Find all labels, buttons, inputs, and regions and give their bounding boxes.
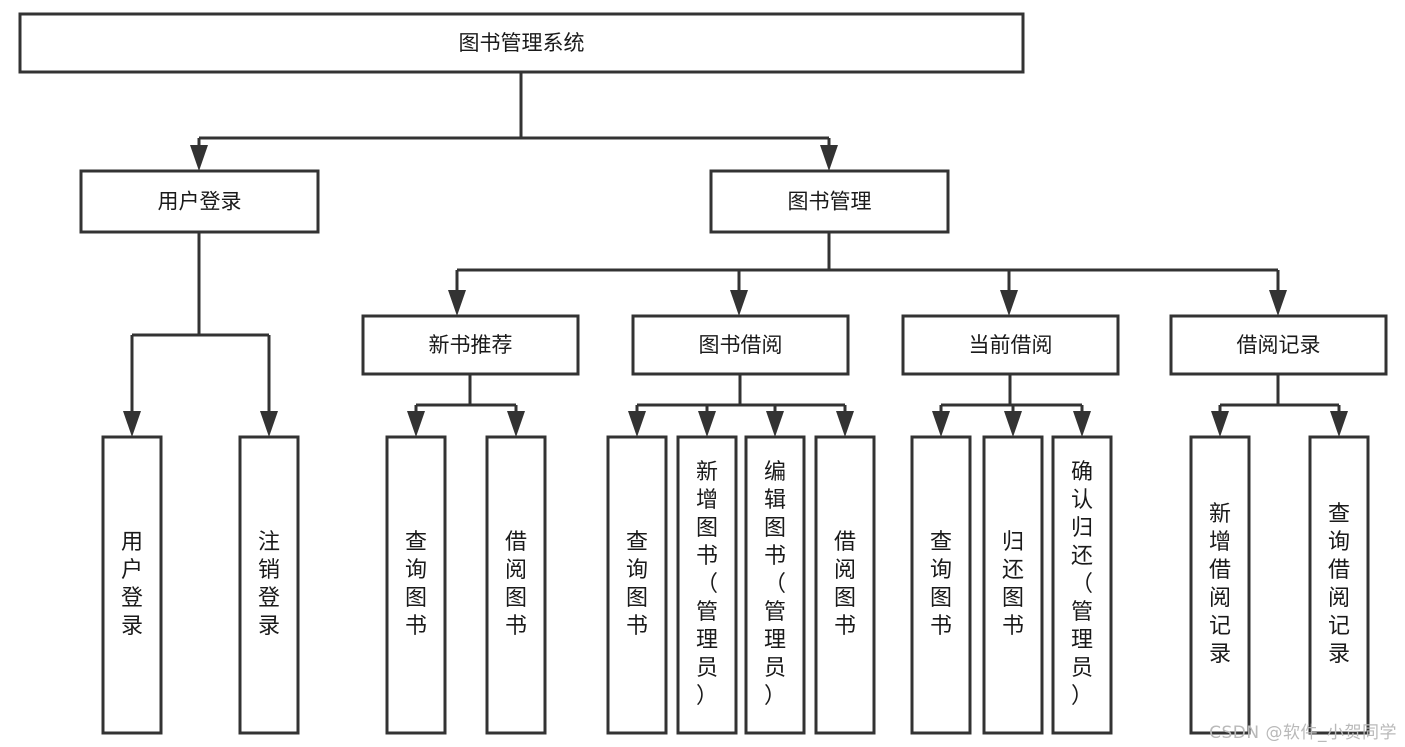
node-label-leaf-user-logout: 注销登录 [258, 530, 280, 639]
node-label-leaf-add-borrow-record: 新增借阅记录 [1209, 502, 1231, 667]
arrow-head-icon [260, 411, 278, 437]
node-root[interactable]: 图书管理系统 [18, 12, 1025, 74]
arrow-head-icon [1269, 290, 1287, 316]
node-leaf-edit-book-admin[interactable]: 编辑图书（管理员） [744, 435, 806, 735]
node-current-borrow[interactable]: 当前借阅 [901, 314, 1120, 376]
arrow-head-icon [698, 411, 716, 437]
node-box-leaf-query-borrow-record[interactable] [1308, 435, 1370, 735]
arrow-head-icon [836, 411, 854, 437]
arrow-head-icon [932, 411, 950, 437]
node-box-borrow-records[interactable] [1169, 314, 1388, 376]
nodes-layer: 图书管理系统用户登录图书管理新书推荐图书借阅当前借阅借阅记录用户登录注销登录查询… [18, 12, 1388, 735]
arrow-head-icon [628, 411, 646, 437]
node-box-leaf-borrow-book-recommend[interactable] [485, 435, 547, 735]
node-label-leaf-query-book-borrow: 查询图书 [626, 530, 648, 639]
node-label-root: 图书管理系统 [459, 31, 585, 55]
node-box-current-borrow[interactable] [901, 314, 1120, 376]
node-label-borrow-records: 借阅记录 [1237, 333, 1321, 357]
arrow-head-icon [766, 411, 784, 437]
node-box-leaf-query-book-borrow[interactable] [606, 435, 668, 735]
node-box-new-book-recommend[interactable] [361, 314, 580, 376]
arrow-head-icon [190, 145, 208, 171]
node-label-new-book-recommend: 新书推荐 [429, 333, 513, 357]
node-leaf-user-login[interactable]: 用户登录 [101, 435, 163, 735]
node-box-user-login[interactable] [79, 169, 320, 234]
node-book-borrow[interactable]: 图书借阅 [631, 314, 850, 376]
node-label-book-management: 图书管理 [788, 190, 872, 214]
node-label-leaf-borrow-book: 借阅图书 [834, 530, 856, 639]
node-user-login[interactable]: 用户登录 [79, 169, 320, 234]
connector-root-to-level2 [190, 72, 838, 171]
node-leaf-query-book-recommend[interactable]: 查询图书 [385, 435, 447, 735]
arrow-head-icon [123, 411, 141, 437]
csdn-watermark: CSDN @软件_小贺同学 [1209, 723, 1397, 743]
node-box-leaf-edit-book-admin[interactable] [744, 435, 806, 735]
node-box-leaf-confirm-return-admin[interactable] [1051, 435, 1113, 735]
node-box-leaf-user-login[interactable] [101, 435, 163, 735]
node-label-current-borrow: 当前借阅 [969, 333, 1053, 357]
node-box-book-borrow[interactable] [631, 314, 850, 376]
node-leaf-query-borrow-record[interactable]: 查询借阅记录 [1308, 435, 1370, 735]
node-leaf-add-book-admin[interactable]: 新增图书（管理员） [676, 435, 738, 735]
node-box-leaf-add-book-admin[interactable] [676, 435, 738, 735]
arrow-head-icon [820, 145, 838, 171]
node-label-leaf-query-book-current: 查询图书 [930, 530, 952, 639]
node-new-book-recommend[interactable]: 新书推荐 [361, 314, 580, 376]
node-box-leaf-borrow-book[interactable] [814, 435, 876, 735]
node-box-leaf-add-borrow-record[interactable] [1189, 435, 1251, 735]
connectors-layer [123, 72, 1348, 437]
arrow-head-icon [407, 411, 425, 437]
node-label-leaf-return-book: 归还图书 [1002, 530, 1024, 639]
connector-book-management-to-level3 [448, 232, 1287, 316]
node-leaf-query-book-current[interactable]: 查询图书 [910, 435, 972, 735]
connector-borrow-records-to-leaves [1211, 374, 1348, 437]
node-leaf-borrow-book[interactable]: 借阅图书 [814, 435, 876, 735]
node-borrow-records[interactable]: 借阅记录 [1169, 314, 1388, 376]
node-label-leaf-query-book-recommend: 查询图书 [405, 530, 427, 639]
node-box-leaf-query-book-recommend[interactable] [385, 435, 447, 735]
node-leaf-add-borrow-record[interactable]: 新增借阅记录 [1189, 435, 1251, 735]
arrow-head-icon [507, 411, 525, 437]
node-box-leaf-return-book[interactable] [982, 435, 1044, 735]
node-leaf-user-logout[interactable]: 注销登录 [238, 435, 300, 735]
arrow-head-icon [730, 290, 748, 316]
node-label-leaf-edit-book-admin: 编辑图书（管理员） [764, 460, 786, 709]
node-leaf-return-book[interactable]: 归还图书 [982, 435, 1044, 735]
connector-new-book-recommend-to-leaves [407, 374, 525, 437]
node-label-user-login: 用户登录 [158, 190, 242, 214]
node-leaf-borrow-book-recommend[interactable]: 借阅图书 [485, 435, 547, 735]
connector-user-login-to-leaves [123, 232, 278, 437]
node-box-book-management[interactable] [709, 169, 950, 234]
node-label-leaf-add-book-admin: 新增图书（管理员） [696, 460, 718, 709]
arrow-head-icon [1330, 411, 1348, 437]
node-label-leaf-query-borrow-record: 查询借阅记录 [1328, 502, 1350, 667]
node-label-leaf-borrow-book-recommend: 借阅图书 [505, 530, 527, 639]
arrow-head-icon [448, 290, 466, 316]
node-box-root[interactable] [18, 12, 1025, 74]
arrow-head-icon [1211, 411, 1229, 437]
node-leaf-confirm-return-admin[interactable]: 确认归还（管理员） [1051, 435, 1113, 735]
connector-current-borrow-to-leaves [932, 374, 1091, 437]
connector-book-borrow-to-leaves [628, 374, 854, 437]
node-box-leaf-query-book-current[interactable] [910, 435, 972, 735]
node-label-leaf-confirm-return-admin: 确认归还（管理员） [1071, 460, 1093, 709]
arrow-head-icon [1000, 290, 1018, 316]
arrow-head-icon [1073, 411, 1091, 437]
arrow-head-icon [1004, 411, 1022, 437]
node-label-book-borrow: 图书借阅 [699, 333, 783, 357]
node-leaf-query-book-borrow[interactable]: 查询图书 [606, 435, 668, 735]
node-box-leaf-user-logout[interactable] [238, 435, 300, 735]
node-label-leaf-user-login: 用户登录 [121, 530, 143, 639]
node-book-management[interactable]: 图书管理 [709, 169, 950, 234]
